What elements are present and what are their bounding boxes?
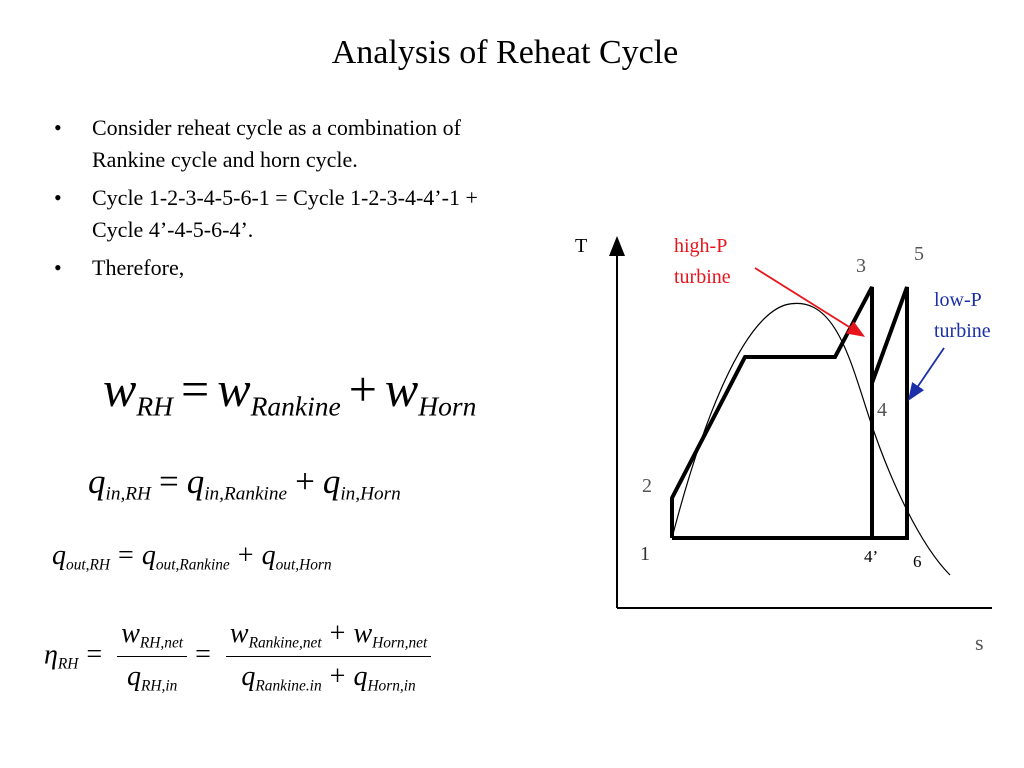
bullet-item: • Cycle 1-2-3-4-5-6-1 = Cycle 1-2-3-4-4’-…: [54, 182, 534, 246]
eq-symbol: w: [217, 361, 251, 417]
eq-operator: =: [118, 540, 134, 571]
eq-symbol: q: [52, 540, 66, 571]
bullet-item: • Therefore,: [54, 252, 534, 284]
eq-symbol: q: [186, 462, 205, 501]
point-label-1: 1: [640, 543, 650, 565]
bullet-text: Cycle 1-2-3-4-5-6-1 = Cycle 1-2-3-4-4’-1…: [92, 185, 478, 242]
y-axis-label: T: [575, 235, 587, 257]
fraction-numerator: wRankine,net+wHorn,net: [225, 618, 432, 658]
eq-subscript: RH,net: [139, 634, 184, 652]
bullet-dot: •: [54, 185, 62, 210]
eq-subscript: Horn,in: [367, 677, 416, 695]
bullet-dot: •: [54, 255, 62, 280]
bullet-dot: •: [54, 115, 62, 140]
eq-symbol: q: [241, 661, 256, 693]
eq-subscript: out,RH: [66, 556, 111, 574]
low-p-turbine-label: low-P turbine: [934, 289, 991, 342]
point-label-3: 3: [856, 255, 866, 277]
eq-operator: +: [329, 618, 346, 649]
eq-symbol: q: [126, 661, 141, 693]
point-label-2: 2: [642, 475, 652, 497]
eq-operator: +: [237, 540, 254, 571]
heat-in-equation: qin,RH=qin,Rankine+qin,Horn: [88, 462, 401, 506]
eq-operator: +: [295, 462, 315, 501]
eq-subscript: Horn,net: [372, 634, 428, 652]
eq-symbol: q: [88, 462, 106, 501]
eq-operator: +: [348, 361, 377, 417]
eq-subscript: out,Rankine: [155, 556, 230, 574]
point-label-4-prime: 4’: [864, 547, 878, 566]
eq-symbol: w: [121, 618, 140, 649]
eq-subscript: in,Rankine: [204, 483, 288, 505]
eq-subscript: RH,in: [140, 677, 178, 695]
high-p-arrow: [754, 267, 866, 337]
bullet-item: • Consider reheat cycle as a combination …: [54, 112, 534, 176]
eq-symbol: w: [229, 618, 249, 649]
eq-operator: +: [329, 661, 346, 693]
fraction-denominator: qRankine.in+qHorn,in: [226, 657, 431, 695]
heat-out-equation: qout,RH=qout,Rankine+qout,Horn: [52, 540, 332, 574]
eq-symbol: q: [261, 540, 276, 571]
eq-symbol: q: [322, 462, 341, 501]
fraction-numerator: wRH,net: [117, 618, 188, 658]
eq-subscript: in,Horn: [340, 483, 401, 505]
eq-symbol: w: [384, 361, 419, 417]
eq-subscript: out,Horn: [275, 556, 332, 574]
fraction-combined: wRankine,net+wHorn,net qRankine.in+qHorn…: [225, 618, 432, 696]
eq-subscript: Horn: [418, 390, 477, 422]
fraction-rh: wRH,net qRH,in: [117, 618, 188, 696]
page-title: Analysis of Reheat Cycle: [331, 34, 679, 71]
fraction-denominator: qRH,in: [117, 657, 187, 695]
bullet-text: Therefore,: [92, 255, 185, 280]
point-label-6: 6: [913, 552, 922, 571]
bullet-text: Consider reheat cycle as a combination o…: [92, 115, 461, 172]
eq-subscript: Rankine.in: [255, 677, 322, 695]
eq-subscript: RH: [57, 655, 79, 673]
eq-subscript: RH: [136, 390, 174, 422]
eq-operator: =: [181, 361, 210, 417]
eq-symbol: η: [44, 639, 58, 671]
saturation-dome: [671, 302, 951, 576]
x-axis-label: s: [975, 630, 984, 655]
eq-operator: =: [86, 639, 103, 671]
eq-operator: =: [195, 639, 211, 671]
bullet-list: • Consider reheat cycle as a combination …: [54, 112, 534, 290]
low-p-arrow: [907, 347, 945, 401]
eq-subscript: Rankine,net: [248, 634, 322, 652]
eq-subscript: Rankine: [250, 390, 341, 422]
eq-symbol: w: [103, 361, 137, 417]
eq-subscript: in,RH: [105, 483, 151, 505]
eq-symbol: q: [353, 661, 368, 693]
point-label-4: 4: [877, 399, 887, 421]
high-p-turbine-label: high-P turbine: [674, 235, 732, 288]
point-label-5: 5: [914, 243, 924, 265]
eq-symbol: w: [353, 618, 373, 649]
cycle-path: [670, 286, 909, 540]
efficiency-equation: ηRH= wRH,net qRH,in = wRankine,net+wHorn…: [44, 618, 432, 696]
eq-operator: =: [158, 462, 179, 501]
work-equation: wRH=wRankine+wHorn: [103, 360, 476, 423]
eq-symbol: q: [141, 540, 156, 571]
